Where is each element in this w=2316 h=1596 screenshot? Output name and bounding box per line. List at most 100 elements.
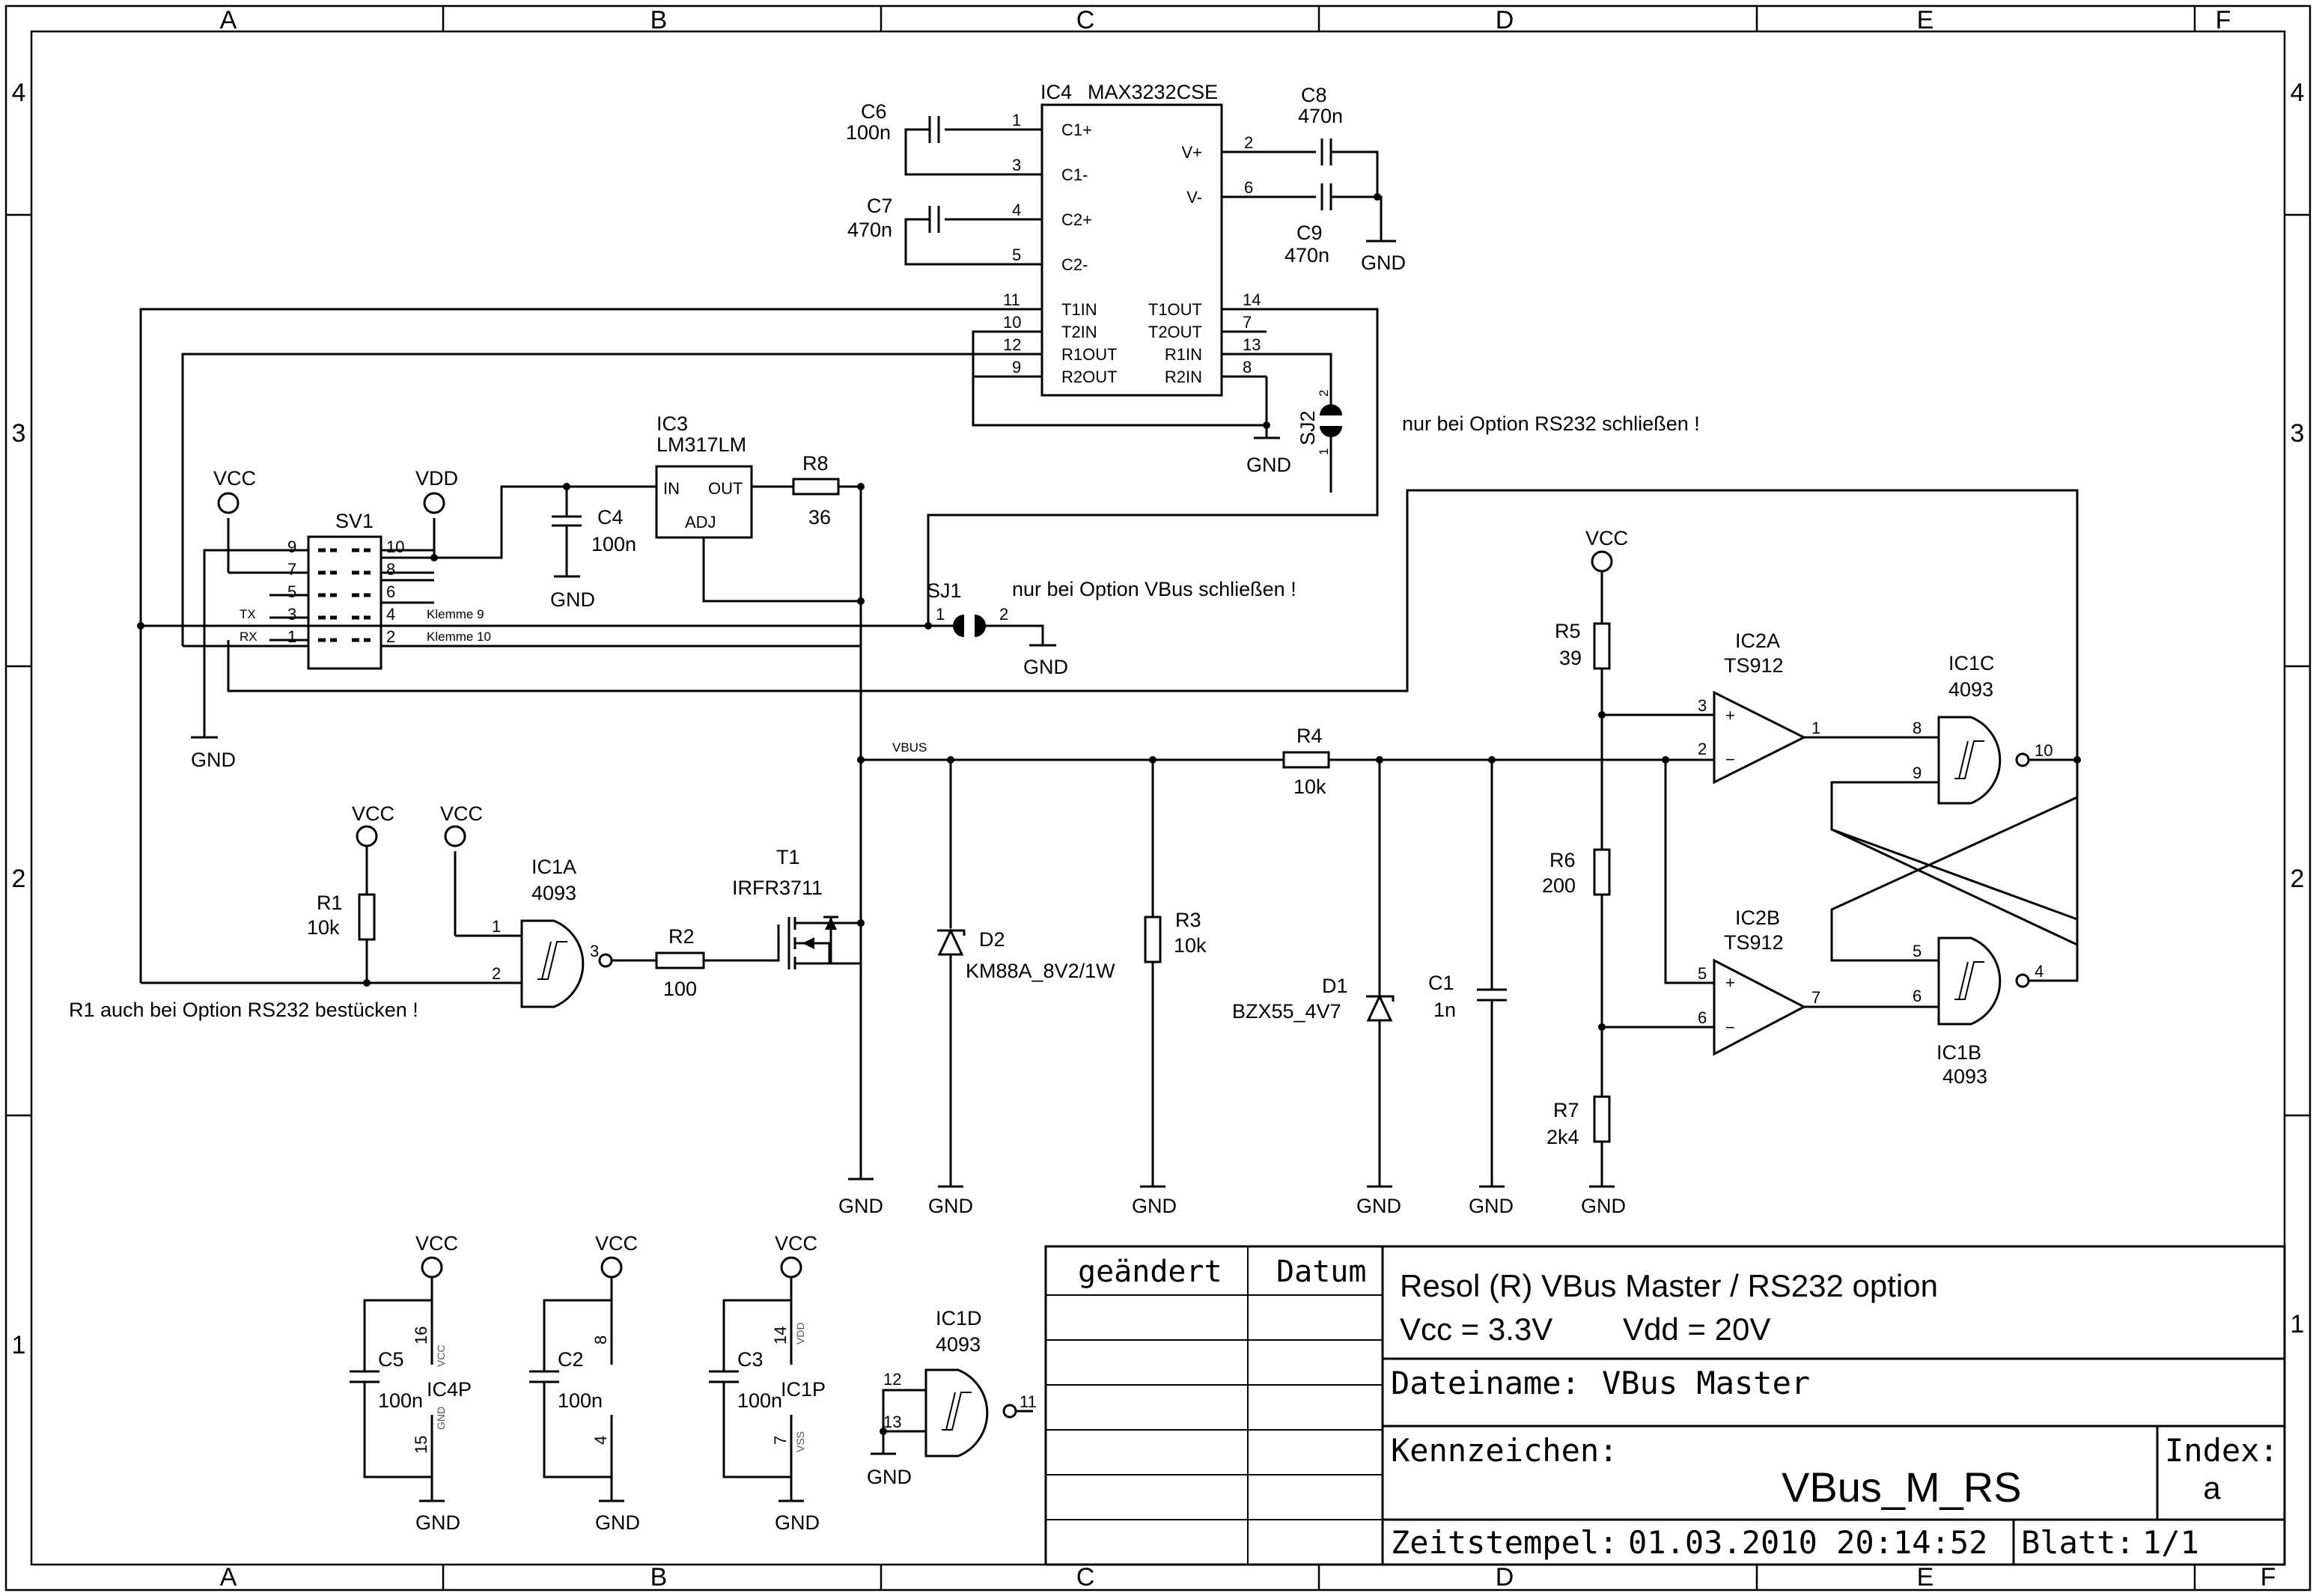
frame-col-a-bottom: A [220,1563,237,1592]
ic1p-vss-pin-label: VSS [794,1431,806,1452]
date-label: Datum [1276,1255,1366,1289]
ic4-pin7-num: 7 [1243,313,1252,332]
ic1c-pin10: 10 [2035,741,2053,760]
gate-ic1a: VCC IC1A 4093 1 2 3 R1 auch bei Option R… [69,802,613,1021]
r4-value: 10k [1293,776,1326,798]
r3-value: 10k [1174,934,1207,957]
vbus-label: VBUS [892,740,927,755]
divider-vcc-label: VCC [1585,527,1628,549]
r5-name: R5 [1555,620,1581,642]
frame-row-1-left: 1 [12,1331,26,1359]
resistor-r8: R8 36 [792,452,861,529]
r6-name: R6 [1549,849,1576,871]
ic4-pin7-name: T2OUT [1148,323,1202,341]
ic1b-pin6: 6 [1913,987,1922,1005]
ic2b-plus-sign: + [1725,973,1735,992]
frame-row-4-left: 4 [12,79,26,107]
t1-value: IRFR3711 [732,877,823,899]
sv1-vcc-label: VCC [213,467,256,490]
ic1a-pin2: 2 [492,964,501,983]
c8-value: 470n [1298,105,1343,127]
frame-col-f-bottom: F [2261,1563,2276,1592]
r2-value: 100 [663,978,697,1000]
ic4-pin2-num: 2 [1244,133,1253,152]
timestamp-label: Zeitstempel: [1391,1524,1618,1561]
gnd-label-r7: GND [1581,1195,1626,1217]
t1-name: T1 [776,846,800,868]
r7-name: R7 [1553,1099,1579,1121]
zener-d1: D1 BZX55_4V7 GND [1232,760,1401,1217]
d1-value: BZX55_4V7 [1232,1000,1341,1023]
c7-value: 470n [847,219,892,241]
ic4p-gnd-pin-label: GND [435,1407,447,1430]
opamp-ic2b: + − 5 6 7 IC2B TS912 [1602,760,1939,1056]
ic4-pin5-num: 5 [1012,246,1021,264]
ic4-pin1-num: 1 [1012,111,1021,130]
sheet-value: 1/1 [2142,1524,2199,1561]
frame-row-2-left: 2 [12,865,26,893]
mosfet-t1: T1 IRFR3711 GND [704,846,883,1217]
ic1b-pin5: 5 [1913,942,1922,960]
r1-name: R1 [317,892,343,914]
gnd-label-sj1: GND [1023,656,1068,678]
vcc-text: Vcc = 3.3V [1400,1312,1552,1347]
ic4-pin4-num: 4 [1012,201,1021,219]
capacitor-c7: C7 470n [847,195,948,266]
power-ic4p-c5: VCC C5 100n IC4P 16 15 VCC GND GND [350,1232,472,1534]
c2-pin4: 4 [591,1436,610,1445]
opamp-ic2a: + − 3 2 1 IC2A TS912 [1602,630,1939,785]
solder-jumper-sj2: SJ2 2 1 nur bei Option RS232 schließen ! [1267,353,1700,493]
d2-name: D2 [979,928,1005,951]
sv1-rx: RX [240,630,257,644]
ic1a-pin3: 3 [590,942,599,960]
ic2b-pin7: 7 [1811,988,1820,1007]
ic1p-vdd-pin-label: VDD [794,1322,806,1344]
ic2b-pin5: 5 [1698,964,1707,983]
sv1-pin4: 4 [386,605,395,624]
r1-vcc-label: VCC [352,802,394,825]
ic1c-part: 4093 [1948,678,1993,701]
gnd-label-r3: GND [1132,1195,1177,1217]
ic4-pin11-name: T1IN [1061,300,1097,319]
id-label: Kennzeichen: [1391,1432,1618,1469]
ic3-in-label: IN [663,479,680,498]
ic1d-pin13: 13 [883,1413,901,1431]
capacitor-c4: C4 100n GND [550,483,636,611]
resistor-r3: R3 10k GND [1132,760,1207,1217]
ic4-pin3-num: 3 [1012,156,1021,174]
sheet-label: Blatt: [2021,1524,2135,1561]
gnd-label-ic4p: GND [415,1511,460,1534]
sv1-pin9: 9 [287,537,296,556]
frame-col-c-top: C [1076,6,1095,34]
ic1p-name: IC1P [781,1378,826,1401]
ic2a-name: IC2A [1735,630,1780,652]
solder-jumper-sj1: 1 2 SJ1 nur bei Option VBus schließen ! … [141,578,1296,678]
c9-value: 470n [1285,244,1329,266]
sj2-pin2: 2 [1317,390,1331,397]
capacitor-c8: C8 470n [1273,84,1379,197]
connector-sv1: SV1 9 7 5 3 1 10 8 6 4 2 [228,510,491,670]
sv1-tx: TX [240,607,256,621]
ic4-pin6-name: V- [1186,188,1202,207]
ic4-pin3-name: C1- [1061,165,1088,184]
gnd-label-ic1d: GND [867,1466,912,1488]
ic4-pin6-num: 6 [1244,178,1253,197]
sv1-pin8: 8 [386,560,395,579]
r5-value: 39 [1559,647,1582,669]
resistor-r4: R4 10k [1282,725,1669,798]
c1-name: C1 [1428,972,1454,994]
ic2a-pin2: 2 [1698,740,1707,758]
c9-name: C9 [1296,222,1323,244]
ic2a-pin3: 3 [1698,696,1707,715]
latch-wires [1830,760,2079,982]
ic1p-pin14: 14 [771,1327,790,1344]
r6-value: 200 [1542,874,1576,897]
ic4-pin9-num: 9 [1012,358,1021,377]
ic2b-name: IC2B [1735,907,1780,929]
ic4-pin10-num: 10 [1003,313,1021,332]
r3-name: R3 [1175,909,1201,931]
ic2b-pin6: 6 [1698,1008,1707,1027]
sv1-pin10: 10 [386,537,404,556]
ic1c-pin8: 8 [1913,719,1922,737]
ic4-pin13-name: R1IN [1165,345,1202,364]
